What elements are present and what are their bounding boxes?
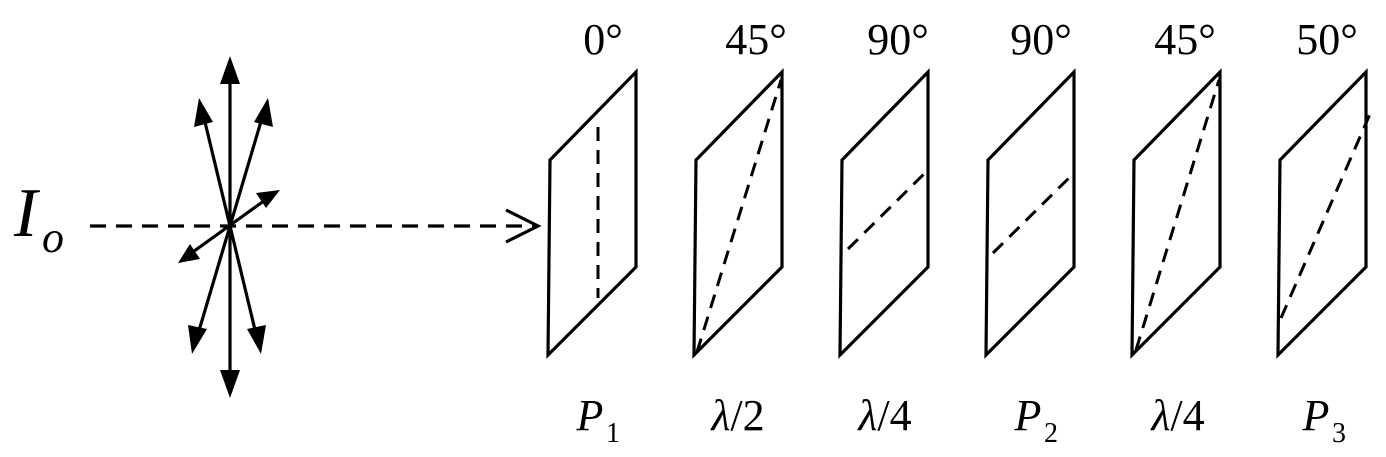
element-name-2: λ/2: [709, 391, 764, 440]
angle-label-4: 90°: [1010, 15, 1072, 64]
optical-element-2: 45° λ/2: [692, 15, 787, 440]
angle-label-3: 90°: [867, 15, 929, 64]
plate-outline-4: [984, 68, 1076, 359]
light-beam: [90, 208, 542, 244]
plate-axis-2: [695, 79, 783, 353]
source-label-subscript: o: [42, 213, 64, 262]
plate-axis-5: [1134, 79, 1221, 351]
source-label-main: I: [13, 175, 41, 252]
plate-outline-6: [1276, 68, 1368, 359]
optical-element-5: 45° λ/4: [1130, 15, 1222, 440]
source-label: I o: [13, 175, 64, 262]
optical-element-3: 90° λ/4: [838, 15, 930, 440]
element-name-6: P: [1302, 391, 1330, 440]
angle-label-6: 50°: [1296, 15, 1358, 64]
plate-axis-6: [1279, 113, 1372, 319]
angle-label-2: 45°: [725, 15, 787, 64]
plate-axis-4: [991, 172, 1075, 255]
element-name-4: P: [1014, 391, 1042, 440]
plate-outline-1: [546, 68, 638, 359]
unpolarized-light-icon: [178, 56, 280, 398]
element-name-5: λ/4: [1149, 391, 1204, 440]
plate-axis-3: [846, 168, 930, 251]
element-name-1: P: [576, 391, 604, 440]
plate-outline-5: [1130, 68, 1222, 359]
angle-label-5: 45°: [1154, 15, 1216, 64]
element-subscript-4: 2: [1044, 418, 1058, 449]
plate-outline-3: [838, 68, 930, 359]
angle-label-1: 0°: [583, 15, 623, 64]
element-name-3: λ/4: [856, 391, 911, 440]
element-subscript-1: 1: [606, 418, 620, 449]
plate-outline-2: [692, 68, 784, 359]
element-subscript-6: 3: [1332, 418, 1346, 449]
